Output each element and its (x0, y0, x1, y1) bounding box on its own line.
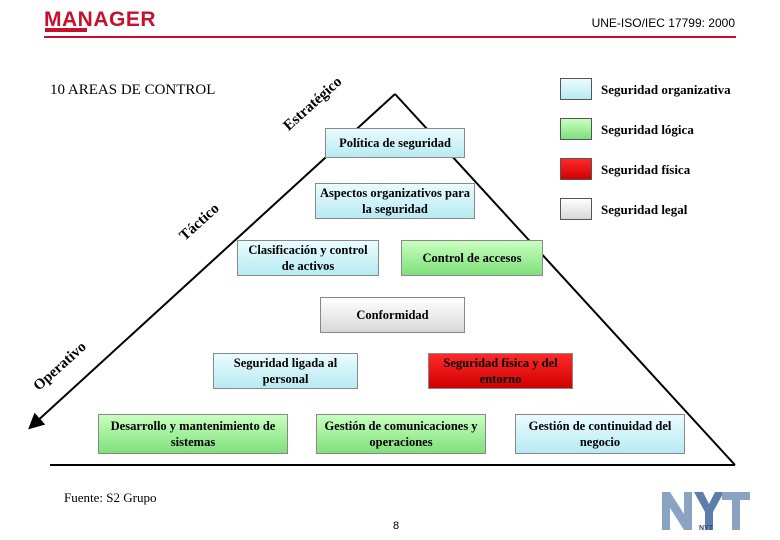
source-note: Fuente: S2 Grupo (64, 490, 157, 505)
legend-swatch-fisica (560, 158, 592, 180)
legend-label-organizativa: Seguridad organizativa (601, 82, 731, 97)
legend-label-fisica: Seguridad física (601, 162, 691, 177)
area-clasificacion-activos: Clasificación y control de activos (237, 240, 379, 276)
area-conformidad-label: Conformidad (356, 308, 429, 322)
area-desarrollo-mantenimiento: Desarrollo y mantenimiento de sistemas (98, 414, 288, 454)
header-rule (44, 36, 736, 38)
legend-swatch-legal (560, 198, 592, 220)
area-gestion-comunicaciones: Gestión de comunicaciones y operaciones (316, 414, 486, 454)
area-continuidad-negocio: Gestión de continuidad del negocio (515, 414, 685, 454)
area-politica-label: Política de seguridad (339, 136, 451, 150)
nyt-logo: NYT (660, 490, 752, 532)
legend-label-logica: Seguridad lógica (601, 122, 694, 137)
legend-swatch-logica (560, 118, 592, 140)
logo-underline (45, 28, 87, 32)
legend-label-legal: Seguridad legal (601, 202, 688, 217)
area-politica-seguridad: Política de seguridad (325, 128, 465, 158)
legend-swatch-organizativa (560, 78, 592, 100)
area-control-accesos: Control de accesos (401, 240, 543, 276)
area-seguridad-fisica-entorno: Seguridad física y del entorno (428, 353, 573, 389)
area-continuidad-label: Gestión de continuidad del negocio (528, 419, 672, 449)
area-seguridad-personal: Seguridad ligada al personal (213, 353, 358, 389)
area-comunicaciones-label: Gestión de comunicaciones y operaciones (324, 419, 478, 449)
area-fisica-entorno-label: Seguridad física y del entorno (443, 356, 558, 386)
manager-logo: MANAGER (44, 8, 156, 31)
area-personal-label: Seguridad ligada al personal (233, 356, 338, 386)
standard-reference: UNE-ISO/IEC 17799: 2000 (591, 16, 735, 30)
area-aspectos-organizativos: Aspectos organizativos para la seguridad (315, 183, 475, 219)
area-conformidad: Conformidad (320, 297, 465, 333)
page-title: 10 AREAS DE CONTROL (50, 82, 216, 98)
nyt-logo-text: NYT (699, 525, 714, 532)
area-control-accesos-label: Control de accesos (422, 251, 522, 265)
page-number: 8 (393, 520, 400, 532)
area-aspectos-label: Aspectos organizativos para la seguridad (320, 186, 470, 216)
area-desarrollo-label: Desarrollo y mantenimiento de sistemas (110, 419, 276, 449)
area-clasificacion-label: Clasificación y control de activos (248, 243, 368, 273)
